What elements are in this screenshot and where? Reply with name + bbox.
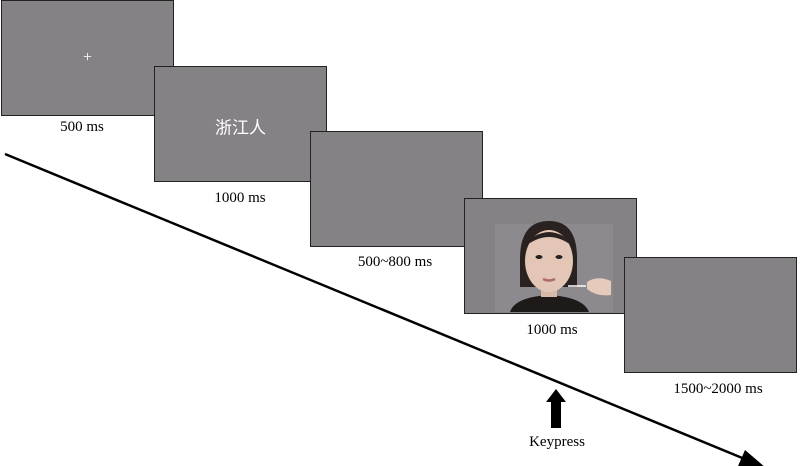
iti-screen (624, 257, 797, 373)
duration-label: 1000 ms (214, 190, 266, 206)
duration-label: 500~800 ms (357, 254, 433, 270)
word-screen: 浙江人 (154, 66, 327, 182)
duration-label: 1000 ms (526, 322, 578, 338)
time-arrowhead (738, 450, 764, 466)
keypress-label: Keypress (529, 434, 585, 450)
face-screen (464, 198, 637, 314)
blank-screen (310, 131, 483, 247)
face-photo (495, 221, 613, 312)
time-arrow-line (4, 152, 753, 464)
word-stimulus: 浙江人 (215, 118, 266, 139)
fixation-cross: + (82, 49, 93, 66)
duration-label: 500 ms (60, 119, 104, 135)
duration-label: 1500~2000 ms (673, 381, 763, 397)
fixation-screen: + (1, 0, 174, 116)
